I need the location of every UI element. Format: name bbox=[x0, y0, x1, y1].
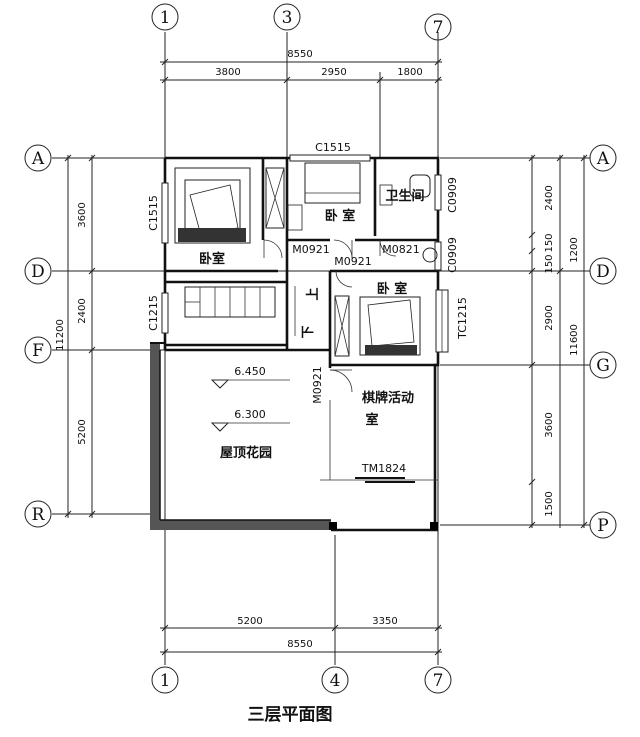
dim-left-1: 3600 bbox=[77, 202, 88, 227]
elevation-markers bbox=[210, 379, 290, 432]
dim-right-total: 11600 bbox=[569, 324, 580, 356]
axis-bottom-4: 4 bbox=[330, 671, 341, 691]
room-game-line1: 棋牌活动 bbox=[361, 390, 414, 406]
drawing-title: 三层平面图 bbox=[248, 705, 333, 725]
label-c1215: C1215 bbox=[147, 295, 160, 331]
axis-top-3: 3 bbox=[282, 8, 293, 28]
roof-parapet bbox=[150, 342, 438, 530]
horizontal-grid-lines bbox=[52, 157, 590, 526]
bed-master bbox=[174, 167, 251, 244]
axis-left-d: D bbox=[31, 262, 45, 282]
axis-right-g: G bbox=[596, 356, 610, 376]
label-stair-up: 上 bbox=[306, 287, 321, 300]
dim-top-seg-3: 1800 bbox=[397, 67, 422, 78]
label-c0909-b: C0909 bbox=[446, 237, 459, 273]
axis-top-7: 7 bbox=[433, 18, 444, 38]
left-dimensions bbox=[64, 154, 96, 518]
dim-left-3: 5200 bbox=[77, 419, 88, 444]
room-bedroom-east: 卧 室 bbox=[377, 281, 408, 297]
room-roof-garden: 屋顶花园 bbox=[220, 445, 272, 461]
label-m0921-a: M0921 bbox=[292, 243, 330, 256]
label-m0921-c: M0921 bbox=[311, 366, 324, 404]
label-m0821: M0821 bbox=[382, 243, 420, 256]
axis-bottom-1: 1 bbox=[160, 671, 171, 691]
dim-right-1: 2400 bbox=[544, 185, 555, 210]
axis-bubbles bbox=[24, 3, 617, 694]
label-m0921-b: M0921 bbox=[334, 255, 372, 268]
axis-right-p: P bbox=[597, 516, 608, 536]
bed-east bbox=[359, 296, 421, 356]
dim-left-total: 11200 bbox=[55, 319, 66, 351]
label-tc1215: TC1215 bbox=[456, 297, 469, 340]
bed-north bbox=[287, 162, 361, 231]
interior-walls bbox=[165, 158, 438, 481]
axis-left-a: A bbox=[31, 149, 45, 169]
staircase bbox=[184, 286, 296, 336]
dim-right-4: 2900 bbox=[544, 305, 555, 330]
dim-right-5: 3600 bbox=[544, 412, 555, 437]
dim-bottom-seg-2: 3350 bbox=[372, 616, 397, 627]
dim-right-3: 150 bbox=[544, 254, 555, 273]
dim-top-total: 8550 bbox=[287, 49, 312, 60]
axis-left-f: F bbox=[32, 341, 44, 361]
bottom-dimensions bbox=[160, 624, 442, 656]
windows bbox=[161, 154, 449, 353]
dim-left-2: 2400 bbox=[77, 298, 88, 323]
dim-bottom-seg-1: 5200 bbox=[237, 616, 262, 627]
axis-top-1: 1 bbox=[160, 8, 171, 28]
room-bedroom-master: 卧室 bbox=[199, 251, 225, 267]
wardrobe bbox=[265, 167, 350, 357]
room-bathroom: 卫生间 bbox=[385, 188, 424, 204]
axis-right-a: A bbox=[596, 149, 610, 169]
dim-top-seg-1: 3800 bbox=[215, 67, 240, 78]
axis-right-d: D bbox=[596, 262, 610, 282]
right-dimensions bbox=[528, 154, 588, 529]
bathroom-fixtures bbox=[379, 174, 438, 263]
door-swings bbox=[263, 239, 397, 393]
axis-bottom-7: 7 bbox=[433, 671, 444, 691]
label-c1515-left: C1515 bbox=[147, 195, 160, 231]
dim-right-mid: 1200 bbox=[569, 237, 580, 262]
sliding-door bbox=[355, 477, 415, 483]
dim-top-seg-2: 2950 bbox=[321, 67, 346, 78]
label-stair-down: 下 bbox=[301, 325, 316, 338]
axis-left-r: R bbox=[32, 505, 46, 525]
label-tm1824: TM1824 bbox=[361, 462, 406, 475]
label-c0909-a: C0909 bbox=[446, 177, 459, 213]
room-game-line2: 室 bbox=[365, 412, 378, 428]
label-c1515-top: C1515 bbox=[315, 141, 351, 154]
elevation-6300: 6.300 bbox=[234, 408, 266, 421]
dim-bottom-total: 8550 bbox=[287, 639, 312, 650]
elevation-6450: 6.450 bbox=[234, 365, 266, 378]
top-dimensions bbox=[160, 58, 442, 158]
dim-right-2: 150 bbox=[544, 233, 555, 252]
room-bedroom-north: 卧 室 bbox=[325, 208, 356, 224]
dim-right-6: 1500 bbox=[544, 491, 555, 516]
